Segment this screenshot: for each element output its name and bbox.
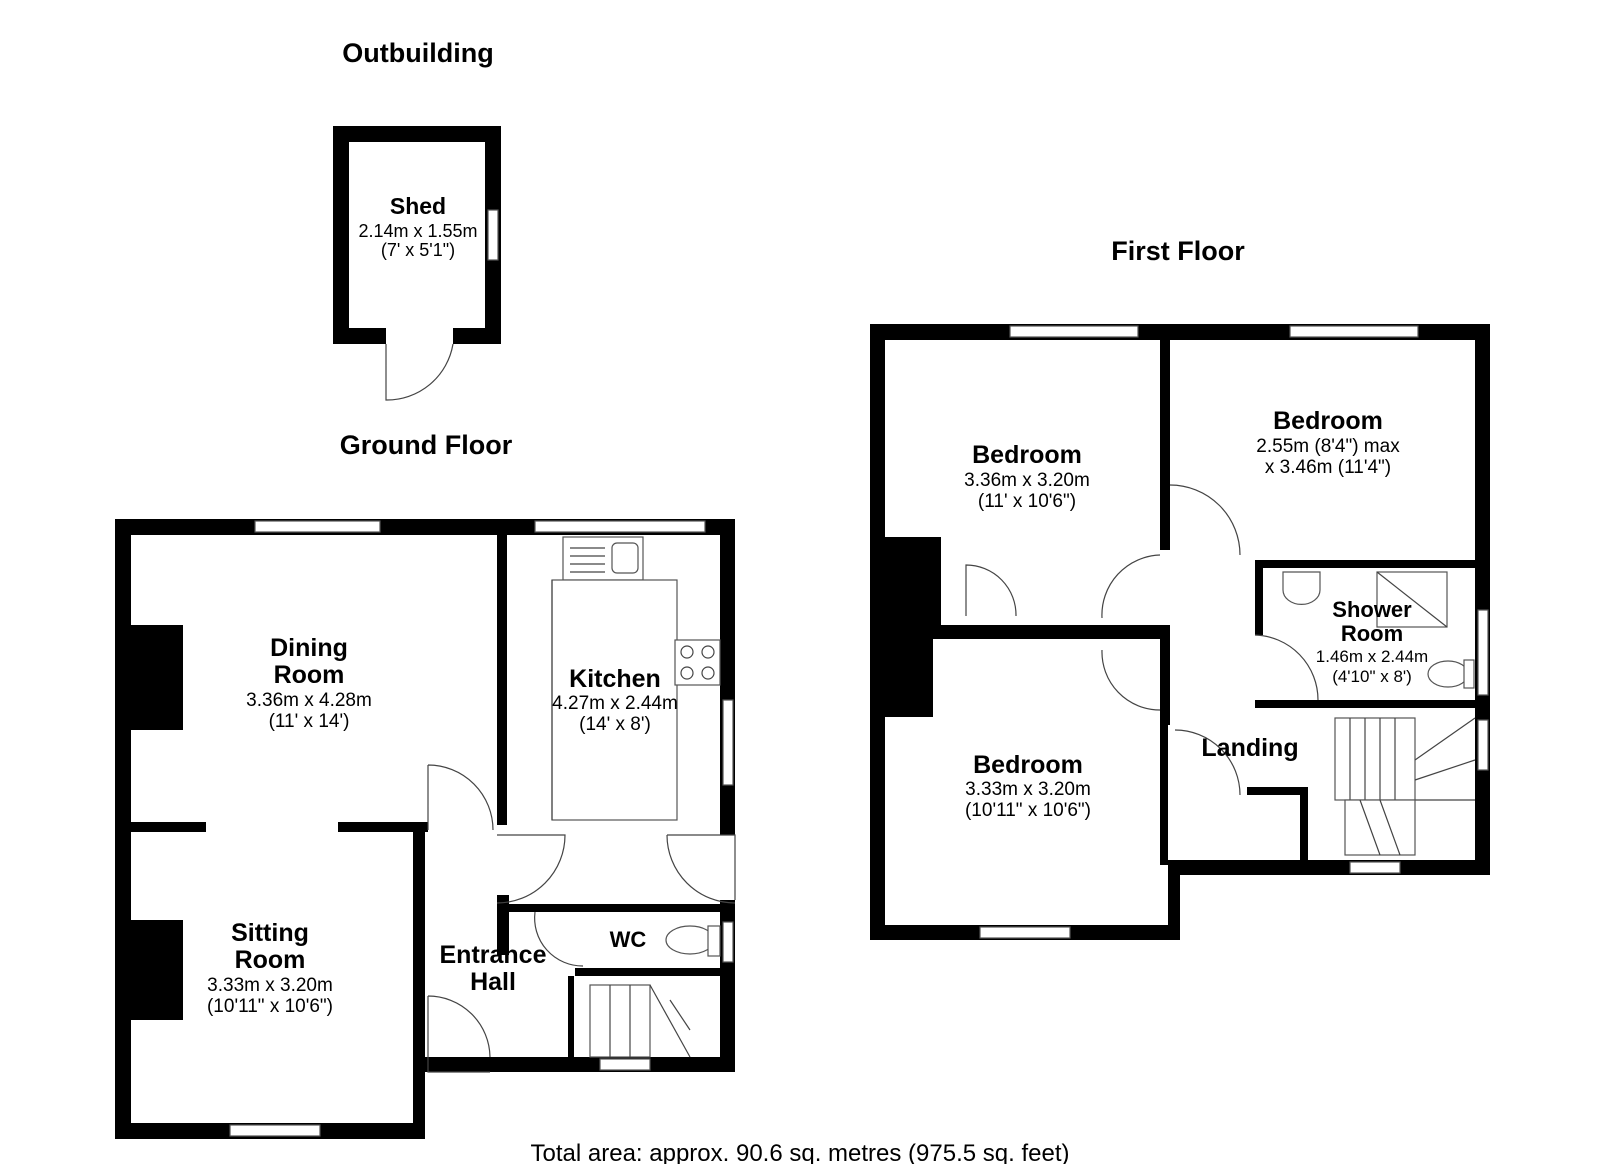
shower-name-1: Shower	[1332, 597, 1412, 622]
ground-floor-walls	[115, 519, 735, 1139]
hall-dining-door	[427, 764, 494, 831]
sitting-window	[229, 1124, 321, 1137]
cupboard-door	[965, 564, 1017, 617]
landing-name: Landing	[1201, 734, 1298, 762]
wc-name: WC	[610, 927, 647, 952]
bed3-imperial: (10'11" x 10'6")	[965, 800, 1091, 821]
dining-window	[254, 520, 381, 533]
bed2-window	[1289, 325, 1419, 338]
sitting-name-2: Room	[235, 946, 306, 974]
kitchen-metric: 4.27m x 2.44m	[552, 693, 678, 714]
bed1-name: Bedroom	[972, 441, 1082, 469]
dining-metric: 3.36m x 4.28m	[246, 690, 372, 711]
shower-metric: 1.46m x 2.44m	[1316, 647, 1428, 666]
shower-window	[1477, 609, 1489, 696]
shed-walls	[333, 126, 501, 344]
sitting-name-1: Sitting	[231, 919, 309, 947]
bed3-name: Bedroom	[973, 751, 1083, 779]
shower-fittings	[1282, 571, 1475, 689]
shed-name: Shed	[390, 193, 446, 219]
stair-window	[599, 1058, 651, 1071]
kitchen-imperial: (14' x 8')	[579, 714, 651, 735]
outbuilding-title: Outbuilding	[342, 38, 493, 68]
kitchen-worktops	[551, 536, 721, 821]
wc-toilet	[665, 925, 721, 957]
kitchen-name: Kitchen	[569, 665, 661, 693]
bed2-line2: x 3.46m (11'4")	[1265, 457, 1391, 478]
bed2-door	[1169, 484, 1241, 556]
landing-cupboard-door	[1174, 729, 1241, 796]
bed1-metric: 3.36m x 3.20m	[964, 470, 1090, 491]
bed3-metric: 3.33m x 3.20m	[965, 779, 1091, 800]
shed-window	[487, 209, 499, 261]
shower-name-2: Room	[1341, 621, 1403, 646]
kitchen-hall-door	[496, 834, 566, 904]
total-area: Total area: approx. 90.6 sq. metres (975…	[531, 1140, 1070, 1164]
wc-door	[534, 911, 584, 967]
entrance-name-2: Hall	[470, 968, 516, 996]
shed-door	[385, 343, 454, 401]
shed-imperial: (7' x 5'1")	[381, 240, 455, 260]
first-stairs	[1334, 717, 1476, 856]
bed1-door	[1101, 554, 1161, 619]
first-floor-title: First Floor	[1111, 236, 1245, 266]
front-door	[427, 995, 491, 1073]
kitchen-back-door	[666, 834, 736, 904]
kitchen-side-window	[722, 699, 734, 786]
bed1-window	[1009, 325, 1139, 338]
bed1-imperial: (11' x 10'6")	[978, 491, 1076, 512]
dining-imperial: (11' x 14')	[269, 711, 350, 732]
bed3-door	[1101, 649, 1161, 711]
dining-name-1: Dining	[270, 634, 348, 662]
wc-window	[722, 921, 734, 963]
ground-floor-title: Ground Floor	[340, 430, 513, 460]
landing-window	[1349, 861, 1401, 874]
bed3-window	[979, 926, 1071, 939]
stair-window-first	[1477, 719, 1489, 771]
bed2-line1: 2.55m (8'4") max	[1256, 436, 1400, 457]
entrance-name-1: Entrance	[440, 941, 547, 969]
shed-metric: 2.14m x 1.55m	[358, 221, 477, 241]
dining-name-2: Room	[274, 661, 345, 689]
kitchen-top-window	[534, 520, 706, 533]
ground-stairs	[589, 984, 691, 1058]
sitting-metric: 3.33m x 3.20m	[207, 975, 333, 996]
bed2-name: Bedroom	[1273, 407, 1383, 435]
shower-imperial: (4'10" x 8')	[1332, 667, 1412, 686]
sitting-imperial: (10'11" x 10'6")	[207, 996, 333, 1017]
shower-door	[1254, 634, 1319, 701]
